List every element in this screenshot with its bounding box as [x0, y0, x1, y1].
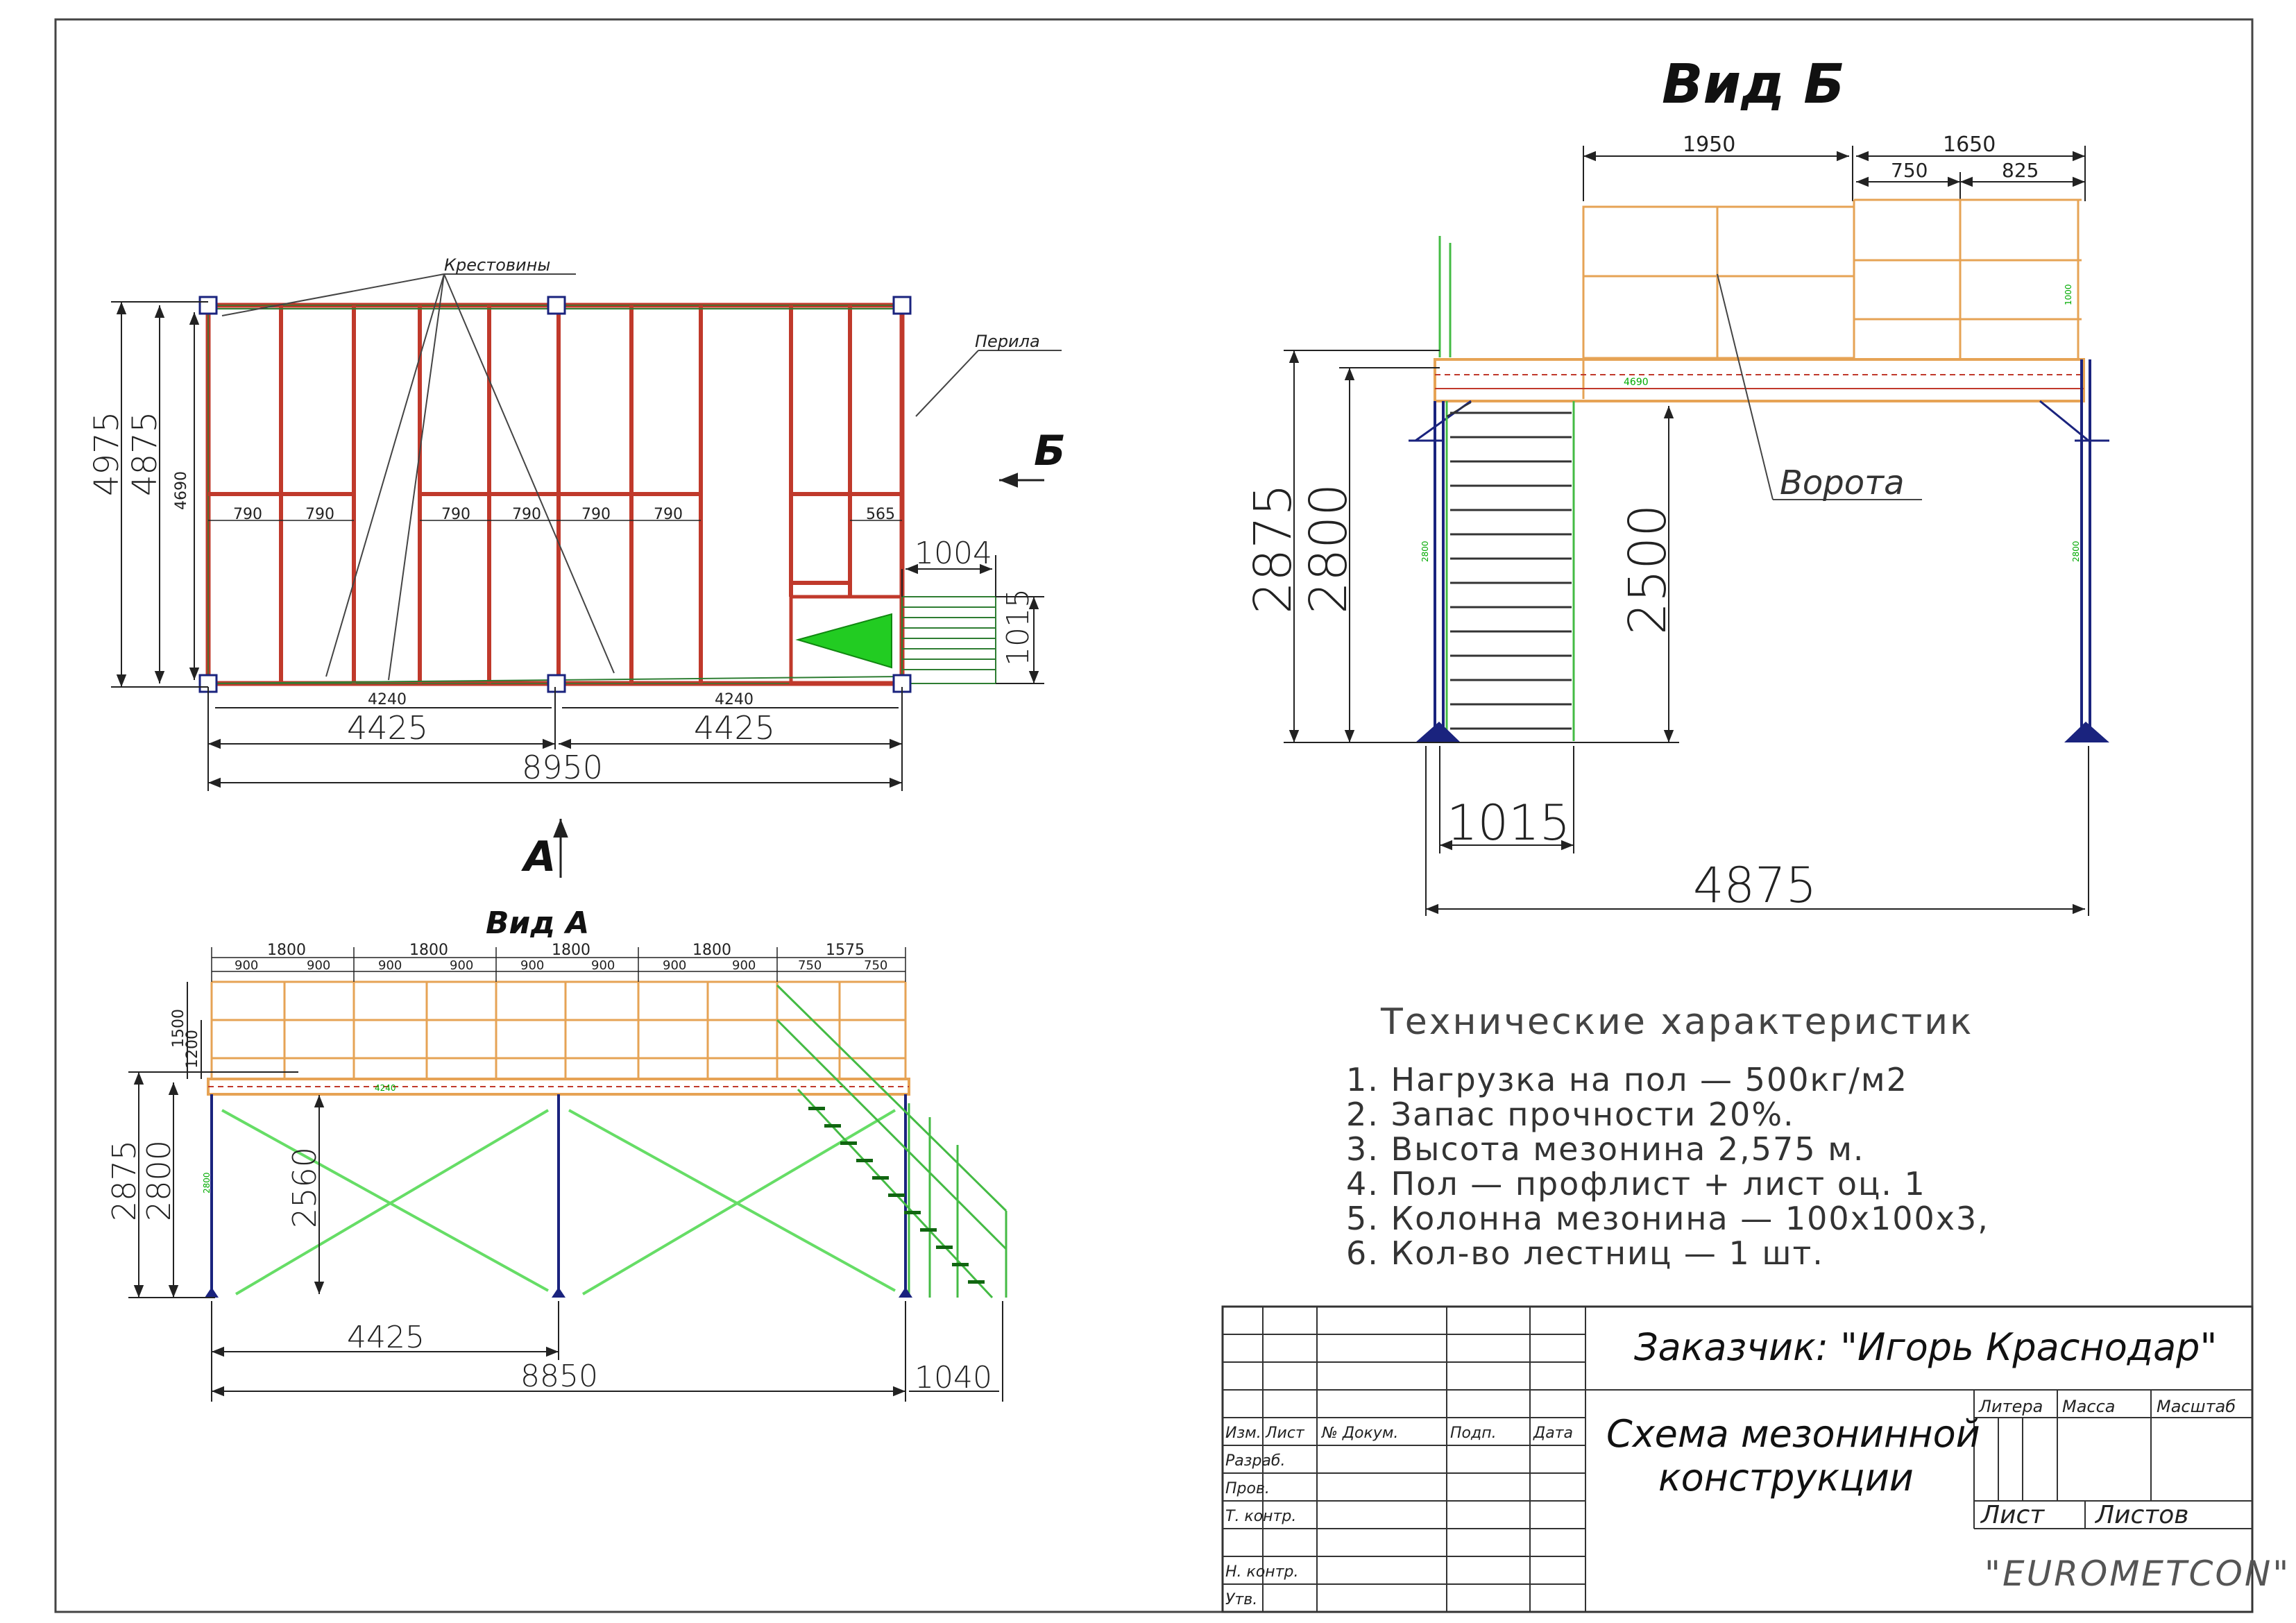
view-a-dim-900: 900 — [520, 958, 544, 973]
plan-dim-4875: 4875 — [126, 411, 164, 496]
plan-dim-8950: 8950 — [522, 749, 603, 786]
plan-dim-4240-left: 4240 — [368, 691, 407, 708]
plan-span-790: 790 — [654, 506, 683, 523]
view-b-col-label-right: 2800 — [2071, 541, 2081, 562]
view-b-dim-2800: 2800 — [1299, 484, 1359, 614]
specs-block: Технические характеристик 1. Нагрузка на… — [1346, 1001, 1989, 1272]
plan-dim-4425-right: 4425 — [694, 709, 775, 747]
company-name: "EUROMETCON" — [1984, 1554, 2290, 1594]
view-a-dim-1800: 1800 — [267, 942, 306, 959]
plan-dim-1015: 1015 — [1001, 588, 1036, 666]
view-a-dim-900: 900 — [732, 958, 756, 973]
label-crosses: Крестовины — [444, 255, 550, 275]
header-sign: Подп. — [1450, 1425, 1497, 1442]
plan-span-790: 790 — [581, 506, 611, 523]
header-doc: № Докум. — [1321, 1425, 1398, 1442]
header-list: Лист — [1265, 1425, 1305, 1442]
view-a-dim-1800: 1800 — [552, 942, 590, 959]
view-a-dim-8850: 8850 — [520, 1359, 598, 1394]
view-a-dim-900: 900 — [378, 958, 402, 973]
plan-span-790: 790 — [441, 506, 470, 523]
view-a-dim-900: 900 — [307, 958, 330, 973]
view-a-dim-1500: 1500 — [170, 1009, 187, 1048]
arrow-b-label: Б — [1034, 427, 1066, 475]
row-utv: Утв. — [1225, 1591, 1257, 1608]
cell-massa: Масса — [2062, 1397, 2116, 1416]
view-b-col-label-left: 2800 — [1420, 541, 1430, 562]
view-b-title: Вид Б — [1662, 53, 1845, 116]
view-a-dim-1040: 1040 — [915, 1360, 992, 1395]
row-nkontr: Н. контр. — [1225, 1563, 1298, 1581]
view-b-dim-825: 825 — [2002, 159, 2039, 182]
view-a-dim-2560: 2560 — [286, 1147, 323, 1228]
cell-litera: Литера — [1978, 1397, 2043, 1416]
plan-dim-4690: 4690 — [173, 471, 190, 510]
cell-list: Лист — [1980, 1501, 2045, 1529]
label-railing: Перила — [975, 332, 1040, 351]
spec-item: 4. Пол — профлист + лист оц. 1 — [1346, 1165, 1926, 1203]
view-a-dim-900: 900 — [450, 958, 473, 973]
specs-title: Технические характеристик — [1380, 1001, 1973, 1043]
view-a-dim-1800: 1800 — [692, 942, 731, 959]
view-a: Вид А 4240 2800 — [105, 906, 1007, 1402]
spec-item: 5. Колонна мезонина — 100х100х3, — [1346, 1200, 1989, 1237]
sheet-border — [54, 18, 2254, 1613]
view-b-dim-1015: 1015 — [1447, 794, 1570, 851]
view-a-col-label: 2800 — [202, 1172, 212, 1193]
view-b-dim-4875: 4875 — [1693, 857, 1817, 914]
title-customer: Заказчик: "Игорь Краснодар" — [1634, 1325, 2217, 1369]
plan-dim-4240-right: 4240 — [715, 691, 754, 708]
arrow-a-label: А — [521, 833, 556, 881]
view-a-dim-750: 750 — [864, 958, 887, 973]
view-b-rail-label: 1000 — [2064, 284, 2073, 305]
cell-masshtab: Масштаб — [2157, 1397, 2236, 1416]
view-a-title: Вид А — [486, 906, 589, 941]
view-b-dim-2875: 2875 — [1243, 484, 1303, 614]
view-a-dim-750: 750 — [798, 958, 822, 973]
title-drawing-2: конструкции — [1658, 1456, 1914, 1499]
view-a-dim-2875: 2875 — [105, 1140, 143, 1221]
view-b: Вид Б 1950 1650 750 825 — [1243, 53, 2109, 916]
header-date: Дата — [1533, 1425, 1573, 1442]
plan-span-790: 790 — [233, 506, 262, 523]
spec-item: 1. Нагрузка на пол — 500кг/м2 — [1346, 1061, 1908, 1098]
view-a-dim-900: 900 — [663, 958, 686, 973]
view-a-dim-1800: 1800 — [409, 942, 448, 959]
view-a-beam-label: 4240 — [375, 1083, 396, 1093]
plan-span-790: 790 — [305, 506, 334, 523]
view-b-beam-label: 4690 — [1624, 377, 1649, 388]
plan-span-565: 565 — [866, 506, 895, 523]
plan-dim-4425-left: 4425 — [347, 709, 428, 747]
view-a-dim-1575: 1575 — [826, 942, 865, 959]
view-b-dim-1950: 1950 — [1683, 133, 1735, 157]
view-b-dim-1650: 1650 — [1943, 133, 1996, 157]
plan-span-790: 790 — [512, 506, 541, 523]
spec-item: 6. Кол-во лестниц — 1 шт. — [1346, 1234, 1824, 1272]
spec-item: 2. Запас прочности 20%. — [1346, 1096, 1795, 1133]
row-razrab: Разраб. — [1225, 1452, 1285, 1470]
view-a-dim-1200: 1200 — [184, 1030, 201, 1069]
cell-listov: Листов — [2094, 1501, 2188, 1529]
plan-view: Крестовины Перила Б 4975 4875 4690 790 7… — [87, 255, 1066, 881]
plan-dim-4975: 4975 — [87, 411, 126, 496]
header-izm: Изм. — [1225, 1425, 1261, 1442]
view-a-dim-900: 900 — [591, 958, 615, 973]
spec-item: 3. Высота мезонина 2,575 м. — [1346, 1130, 1865, 1168]
view-b-dim-750: 750 — [1891, 159, 1928, 182]
view-b-dim-2500: 2500 — [1618, 504, 1678, 635]
view-a-dim-4425: 4425 — [347, 1320, 425, 1355]
view-a-dim-2800: 2800 — [140, 1140, 178, 1221]
row-prov: Пров. — [1225, 1480, 1270, 1497]
title-drawing-1: Схема мезонинной — [1606, 1412, 1980, 1456]
row-tkontr: Т. контр. — [1225, 1508, 1296, 1525]
plan-dim-1004: 1004 — [915, 536, 992, 571]
label-gate: Ворота — [1780, 464, 1905, 502]
title-block: Заказчик: "Игорь Краснодар" Схема мезони… — [1221, 1305, 2290, 1613]
view-a-dim-900: 900 — [235, 958, 258, 973]
